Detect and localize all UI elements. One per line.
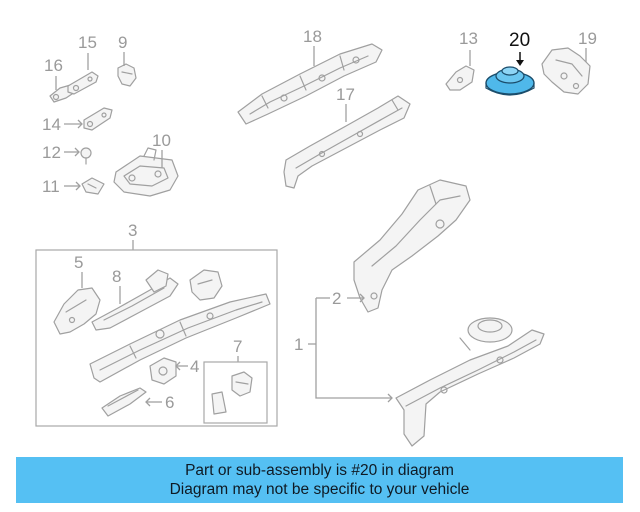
- callout-11: 11: [42, 177, 60, 196]
- callout-10: 10: [152, 131, 171, 150]
- leader-1: 1: [294, 297, 393, 403]
- callout-15: 15: [78, 33, 97, 52]
- callout-1: 1: [294, 335, 303, 354]
- callout-2: 2: [332, 289, 341, 308]
- part-18: 18: [237, 27, 383, 125]
- callout-4: 4: [190, 357, 199, 376]
- banner-line-2: Diagram may not be specific to your vehi…: [169, 481, 470, 498]
- info-banner: Part or sub-assembly is #20 in diagram D…: [16, 457, 623, 503]
- part-5: 5: [53, 253, 101, 335]
- part-11: 11: [42, 177, 105, 196]
- callout-16: 16: [44, 56, 63, 75]
- callout-14: 14: [42, 115, 61, 134]
- part-8: 8: [91, 267, 179, 331]
- part-9: 9: [117, 33, 137, 87]
- part-10: 10: [113, 131, 179, 197]
- callout-8: 8: [112, 267, 121, 286]
- callout-18: 18: [303, 27, 322, 46]
- part-16: 16: [44, 56, 79, 103]
- callout-17: 17: [336, 85, 355, 104]
- callout-9: 9: [118, 33, 127, 52]
- part-14: 14: [42, 107, 113, 134]
- part-2: 2: [332, 179, 471, 313]
- callout-3: 3: [128, 221, 137, 240]
- callout-5: 5: [74, 253, 83, 272]
- part-12: 12: [42, 143, 92, 165]
- part-20-grommet[interactable]: 20: [485, 30, 535, 96]
- part-rail-lower: [89, 293, 271, 383]
- part-1: [395, 317, 545, 447]
- callout-13: 13: [459, 29, 478, 48]
- callout-20: 20: [509, 30, 530, 51]
- part-6: 6: [101, 387, 174, 417]
- part-19: 19: [541, 29, 597, 95]
- part-13: 13: [445, 29, 478, 91]
- part-bracket-upper: [189, 269, 223, 301]
- callout-7: 7: [233, 337, 242, 356]
- parts-diagram: 16 15 9 14 12 11: [35, 27, 597, 447]
- banner-line-1: Part or sub-assembly is #20 in diagram: [185, 462, 454, 479]
- group-box-3: 3: [35, 221, 278, 427]
- part-17: 17: [283, 85, 411, 189]
- group-box-7: 7: [203, 337, 268, 424]
- callout-6: 6: [165, 393, 174, 412]
- part-15: 15: [67, 33, 99, 95]
- callout-12: 12: [42, 143, 61, 162]
- callout-19: 19: [578, 29, 597, 48]
- part-4: 4: [149, 357, 199, 385]
